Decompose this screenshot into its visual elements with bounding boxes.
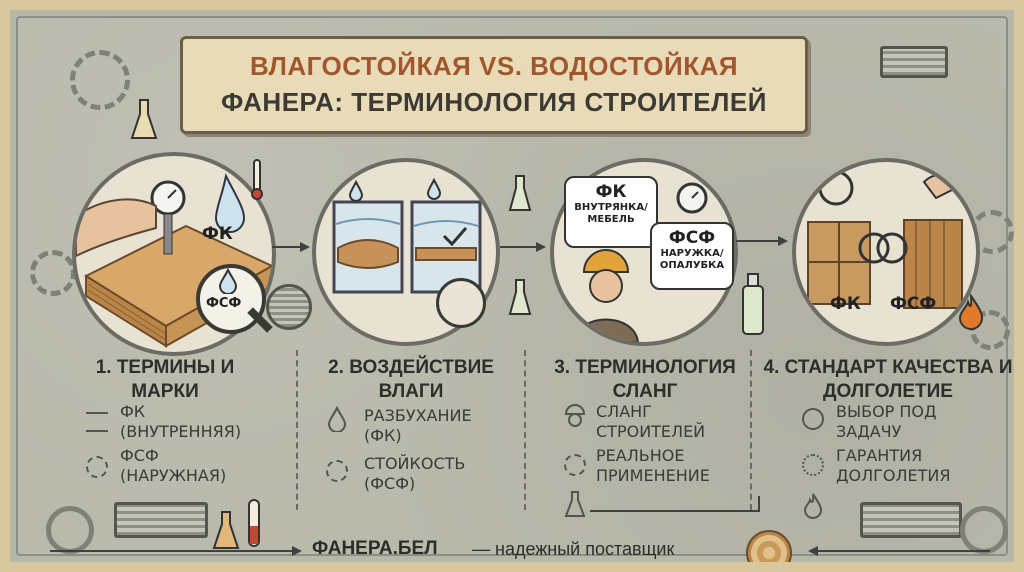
test-tube-icon — [248, 499, 260, 547]
wood-logo-icon — [746, 530, 792, 562]
bubble-fk-sub: ВНУТРЯНКА/ МЕБЕЛЬ — [574, 202, 648, 225]
gear-icon — [970, 310, 1010, 350]
label-fk: ФК — [202, 224, 233, 244]
flask-icon — [564, 491, 586, 517]
title-line-1: ВЛАГОСТОЙКАЯ VS. ВОДОСТОЙКАЯ — [249, 51, 739, 81]
fan-icon — [960, 506, 1008, 554]
flask-icon — [130, 99, 158, 139]
section-2-title: 2. ВОЗДЕЙСТВИЕ ВЛАГИ — [328, 357, 494, 402]
flask-icon — [212, 511, 240, 549]
section-4-item-2: ГАРАНТИЯ ДОЛГОЛЕТИЯ — [836, 446, 951, 485]
section-2-item-1: РАЗБУХАНИЕ (ФК) — [364, 406, 472, 445]
section-1-title: 1. ТЕРМИНЫ И МАРКИ — [95, 357, 235, 402]
check-gear-icon — [564, 454, 586, 476]
gear-icon — [30, 250, 76, 296]
award-icon — [802, 454, 824, 476]
illustration-quality-standard — [792, 158, 980, 346]
speech-bubble-fsf: ФСФ НАРУЖКА/ ОПАЛУБКА — [650, 222, 734, 290]
grille-round-icon — [266, 284, 312, 330]
section-3-item-2: РЕАЛЬНОЕ ПРИМЕНЕНИЕ — [596, 446, 710, 485]
section-2-item-2: СТОЙКОСТЬ (ФСФ) — [364, 454, 466, 493]
section-3-title: 3. ТЕРМИНОЛОГИЯ СЛАНГ — [554, 357, 736, 402]
title-banner: ВЛАГОСТОЙКАЯ VS. ВОДОСТОЙКАЯ ФАНЕРА: ТЕР… — [180, 36, 808, 134]
bubble-fsf-sub: НАРУЖКА/ ОПАЛУБКА — [659, 248, 725, 271]
molecule-icon — [436, 278, 486, 328]
section-3-item-1: СЛАНГ СТРОИТЕЛЕЙ — [596, 402, 706, 441]
flask-icon — [508, 279, 532, 315]
bubble-fsf-title: ФСФ — [668, 228, 716, 248]
gear-icon — [70, 50, 130, 110]
vent-grille-icon — [880, 46, 948, 78]
section-divider — [750, 350, 752, 510]
footer-line-right — [758, 496, 760, 512]
gear-icon — [326, 460, 348, 482]
section-1-item-1: ФК (ВНУТРЕННЯЯ) — [120, 402, 242, 441]
water-drop-icon — [327, 406, 347, 432]
bubble-fk-title: ФК — [595, 182, 627, 202]
footer-arrow-right — [810, 550, 990, 552]
fan-icon — [46, 506, 94, 554]
vent-grille-icon — [114, 502, 208, 538]
flow-arrow — [736, 236, 788, 246]
flask-icon — [508, 175, 532, 211]
label-fk-4: ФК — [830, 294, 861, 314]
section-divider — [524, 350, 526, 510]
fire-icon — [803, 493, 823, 519]
bottle-icon — [742, 273, 764, 335]
section-4-title: 4. СТАНДАРТ КАЧЕСТВА И ДОЛГОЛЕТИЕ — [763, 357, 1013, 402]
section-divider — [296, 350, 298, 510]
flow-arrow — [500, 242, 546, 252]
section-1-item-2: ФСФ (НАРУЖНАЯ) — [120, 446, 227, 485]
knot-icon — [802, 408, 824, 430]
gear-icon — [86, 456, 108, 478]
title-line-2: ФАНЕРА: ТЕРМИНОЛОГИЯ СТРОИТЕЛЕЙ — [221, 87, 767, 117]
footer-brand: ФАНЕРА.БЕЛ — [312, 538, 438, 559]
footer-arrow-left — [50, 546, 302, 556]
footer-tagline: — надежный поставщик — [472, 539, 675, 559]
label-fsf-4: ФСФ — [890, 294, 937, 314]
fire-icon — [958, 294, 984, 330]
water-drop-icon — [218, 268, 238, 294]
worker-icon — [564, 404, 586, 427]
footer-line-up — [590, 510, 760, 512]
thermometer-icon — [251, 159, 263, 200]
vent-grille-icon — [860, 502, 962, 538]
section-4-item-1: ВЫБОР ПОД ЗАДАЧУ — [836, 402, 937, 441]
speech-bubble-fk: ФК ВНУТРЯНКА/ МЕБЕЛЬ — [564, 176, 658, 248]
plywood-layers-icon — [86, 412, 108, 432]
label-fsf: ФСФ — [206, 296, 242, 311]
flow-arrow — [272, 242, 310, 252]
